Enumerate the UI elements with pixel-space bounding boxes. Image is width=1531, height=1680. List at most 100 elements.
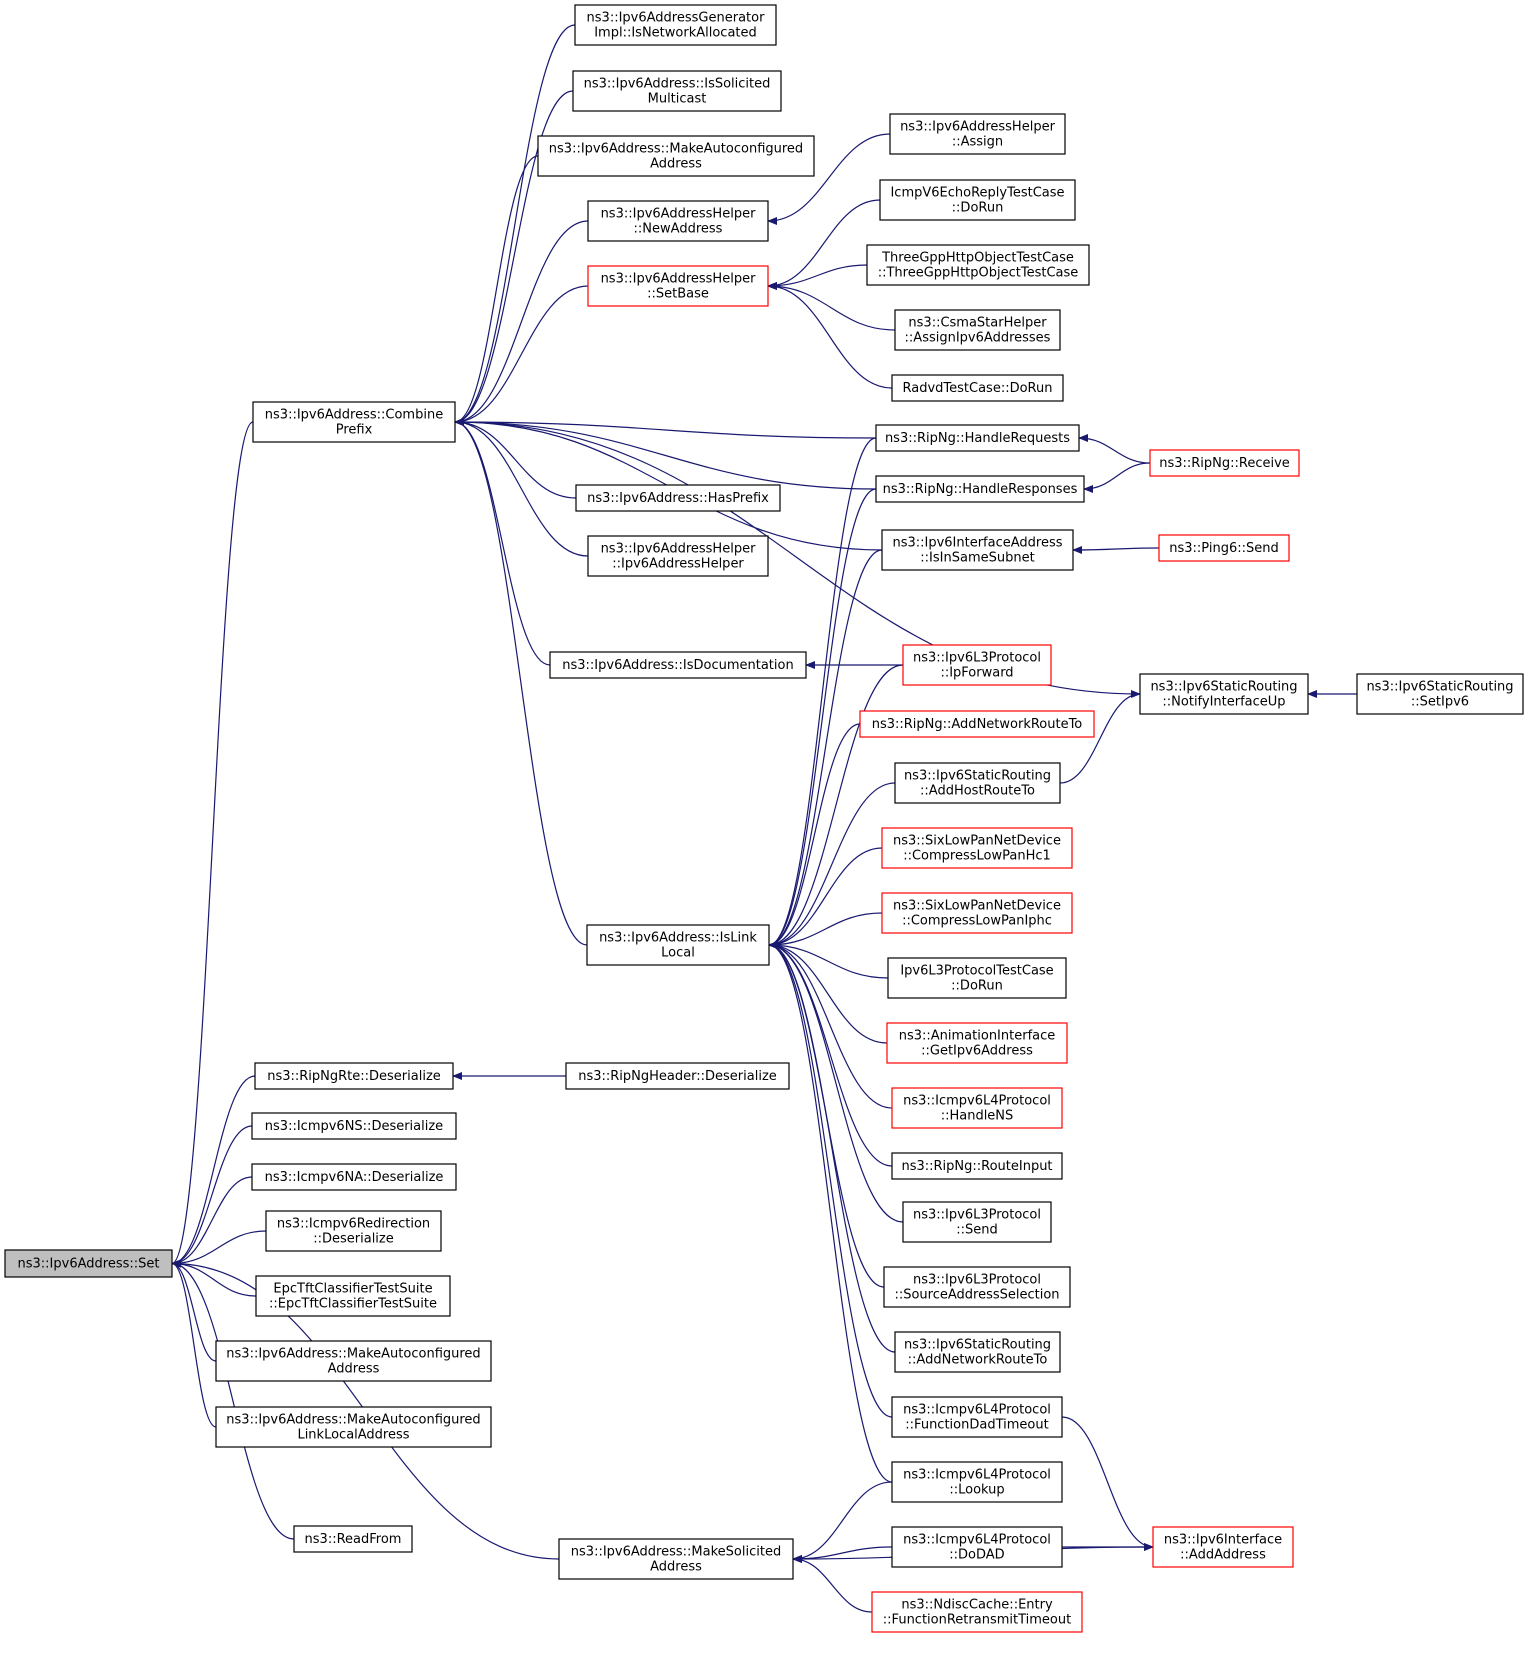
node-ns3-ripngrte-deserialize[interactable]: ns3::RipNgRte::Deserialize xyxy=(254,1062,454,1090)
node-box[interactable] xyxy=(572,70,782,112)
node-ns3-ipv6staticrouting-notifyinterfaceup[interactable]: ns3::Ipv6StaticRouting::NotifyInterfaceU… xyxy=(1139,673,1309,715)
node-box[interactable] xyxy=(1356,673,1524,715)
node-box[interactable] xyxy=(891,1461,1063,1503)
node-ns3-icmpv6l4protocol-dodad[interactable]: ns3::Icmpv6L4Protocol::DoDAD xyxy=(891,1526,1063,1568)
node-box[interactable] xyxy=(894,309,1061,351)
node-ns3-ipv6address-isdocumentation[interactable]: ns3::Ipv6Address::IsDocumentation xyxy=(549,651,807,679)
node-ns3-ripng-routeinput[interactable]: ns3::RipNg::RouteInput xyxy=(891,1152,1063,1180)
node-box[interactable] xyxy=(587,265,769,307)
node-ns3-ripng-handleresponses[interactable]: ns3::RipNg::HandleResponses xyxy=(875,475,1085,503)
node-ns3-ndisccache-entry-functionretransmittimeout[interactable]: ns3::NdiscCache::Entry::FunctionRetransm… xyxy=(871,1591,1083,1633)
node-ns3-ipv6address-set[interactable]: ns3::Ipv6Address::Set xyxy=(4,1249,173,1278)
node-ns3-icmpv6redirection-deserialize[interactable]: ns3::Icmpv6Redirection::Deserialize xyxy=(265,1210,442,1252)
node-box[interactable] xyxy=(255,1275,451,1317)
node-ipv6l3protocoltestcase-dorun[interactable]: Ipv6L3ProtocolTestCase::DoRun xyxy=(887,957,1067,999)
node-ns3-ipv6address-makeautoconfigured-linklocaladdress[interactable]: ns3::Ipv6Address::MakeAutoconfiguredLink… xyxy=(215,1406,492,1448)
node-box[interactable] xyxy=(549,651,807,679)
node-ns3-animationinterface-getipv6address[interactable]: ns3::AnimationInterface::GetIpv6Address xyxy=(886,1022,1068,1064)
node-box[interactable] xyxy=(293,1525,413,1553)
node-box[interactable] xyxy=(558,1538,794,1580)
node-box[interactable] xyxy=(881,827,1073,869)
node-ns3-icmpv6ns-deserialize[interactable]: ns3::Icmpv6NS::Deserialize xyxy=(251,1112,457,1140)
node-box[interactable] xyxy=(215,1340,492,1382)
node-ns3-ipv6interface-addaddress[interactable]: ns3::Ipv6Interface::AddAddress xyxy=(1152,1526,1294,1568)
node-box[interactable] xyxy=(565,1062,790,1090)
node-ns3-ipv6staticrouting-addnetworkrouteto[interactable]: ns3::Ipv6StaticRouting::AddNetworkRouteT… xyxy=(894,1331,1061,1373)
node-epctftclassifiertestsuite-epctftclassifiertestsuite[interactable]: EpcTftClassifierTestSuite::EpcTftClassif… xyxy=(255,1275,451,1317)
node-box[interactable] xyxy=(587,200,769,242)
node-ns3-ipv6staticrouting-addhostrouteto[interactable]: ns3::Ipv6StaticRouting::AddHostRouteTo xyxy=(894,762,1061,804)
node-ns3-icmpv6na-deserialize[interactable]: ns3::Icmpv6NA::Deserialize xyxy=(251,1163,457,1191)
node-ns3-readfrom[interactable]: ns3::ReadFrom xyxy=(293,1525,413,1553)
node-ns3-ripng-handlerequests[interactable]: ns3::RipNg::HandleRequests xyxy=(875,424,1080,452)
node-icmpv6echoreplytestcase-dorun[interactable]: IcmpV6EchoReplyTestCase::DoRun xyxy=(879,179,1076,221)
node-box[interactable] xyxy=(537,135,815,177)
node-box[interactable] xyxy=(575,484,781,512)
node-ns3-csmastarhelper-assignipv6addresses[interactable]: ns3::CsmaStarHelper::AssignIpv6Addresses xyxy=(894,309,1061,351)
node-ns3-icmpv6l4protocol-handlens[interactable]: ns3::Icmpv6L4Protocol::HandleNS xyxy=(891,1087,1063,1129)
node-box[interactable] xyxy=(1152,1526,1294,1568)
node-box[interactable] xyxy=(251,1112,457,1140)
node-box[interactable] xyxy=(1139,673,1309,715)
node-ns3-ipv6addresshelper-setbase[interactable]: ns3::Ipv6AddressHelper::SetBase xyxy=(587,265,769,307)
node-ns3-ipv6addresshelper-ipv6addresshelper[interactable]: ns3::Ipv6AddressHelper::Ipv6AddressHelpe… xyxy=(587,535,769,577)
node-box[interactable] xyxy=(883,1266,1071,1308)
node-threegpphttpobjecttestcase-threegpphttpobjecttestcase[interactable]: ThreeGppHttpObjectTestCase::ThreeGppHttp… xyxy=(866,244,1090,286)
node-ns3-ripng-addnetworkrouteto[interactable]: ns3::RipNg::AddNetworkRouteTo xyxy=(859,710,1095,738)
node-box[interactable] xyxy=(875,475,1085,503)
node-box[interactable] xyxy=(891,374,1064,402)
node-box[interactable] xyxy=(891,1087,1063,1129)
node-box[interactable] xyxy=(894,762,1061,804)
node-ns3-ipv6addressgenerator-impl-isnetworkallocated[interactable]: ns3::Ipv6AddressGeneratorImpl::IsNetwork… xyxy=(574,4,777,46)
node-box[interactable] xyxy=(902,1201,1052,1243)
node-box[interactable] xyxy=(894,1331,1061,1373)
node-box[interactable] xyxy=(902,644,1052,686)
node-box[interactable] xyxy=(215,1406,492,1448)
node-box[interactable] xyxy=(866,244,1090,286)
node-box[interactable] xyxy=(879,179,1076,221)
node-box[interactable] xyxy=(1158,534,1290,562)
node-box[interactable] xyxy=(881,892,1073,934)
node-box[interactable] xyxy=(891,1152,1063,1180)
node-ns3-icmpv6l4protocol-functiondadtimeout[interactable]: ns3::Icmpv6L4Protocol::FunctionDadTimeou… xyxy=(891,1396,1063,1438)
node-ns3-ipv6address-makeautoconfigured-address[interactable]: ns3::Ipv6Address::MakeAutoconfiguredAddr… xyxy=(215,1340,492,1382)
node-ns3-icmpv6l4protocol-lookup[interactable]: ns3::Icmpv6L4Protocol::Lookup xyxy=(891,1461,1063,1503)
node-radvdtestcase-dorun[interactable]: RadvdTestCase::DoRun xyxy=(891,374,1064,402)
node-ns3-ipv6l3protocol-sourceaddressselection[interactable]: ns3::Ipv6L3Protocol::SourceAddressSelect… xyxy=(883,1266,1071,1308)
node-box[interactable] xyxy=(871,1591,1083,1633)
node-box[interactable] xyxy=(887,957,1067,999)
node-ns3-ipv6addresshelper-newaddress[interactable]: ns3::Ipv6AddressHelper::NewAddress xyxy=(587,200,769,242)
node-ns3-ipv6staticrouting-setipv6[interactable]: ns3::Ipv6StaticRouting::SetIpv6 xyxy=(1356,673,1524,715)
node-box[interactable] xyxy=(252,401,456,443)
node-ns3-ipv6addresshelper-assign[interactable]: ns3::Ipv6AddressHelper::Assign xyxy=(889,113,1066,155)
node-ns3-sixlowpannetdevice-compresslowpaniphc[interactable]: ns3::SixLowPanNetDevice::CompressLowPanI… xyxy=(881,892,1073,934)
node-box[interactable] xyxy=(886,1022,1068,1064)
node-ns3-ripngheader-deserialize[interactable]: ns3::RipNgHeader::Deserialize xyxy=(565,1062,790,1090)
node-ns3-ipv6interfaceaddress-isinsamesubnet[interactable]: ns3::Ipv6InterfaceAddress::IsInSameSubne… xyxy=(881,529,1074,571)
node-ns3-ripng-receive[interactable]: ns3::RipNg::Receive xyxy=(1149,449,1300,477)
node-ns3-sixlowpannetdevice-compresslowpanhc1[interactable]: ns3::SixLowPanNetDevice::CompressLowPanH… xyxy=(881,827,1073,869)
node-box[interactable] xyxy=(891,1526,1063,1568)
node-box[interactable] xyxy=(251,1163,457,1191)
node-ns3-ipv6l3protocol-ipforward[interactable]: ns3::Ipv6L3Protocol::IpForward xyxy=(902,644,1052,686)
node-ns3-ipv6address-hasprefix[interactable]: ns3::Ipv6Address::HasPrefix xyxy=(575,484,781,512)
node-ns3-ipv6l3protocol-send[interactable]: ns3::Ipv6L3Protocol::Send xyxy=(902,1201,1052,1243)
node-box[interactable] xyxy=(881,529,1074,571)
node-box[interactable] xyxy=(574,4,777,46)
node-box[interactable] xyxy=(1149,449,1300,477)
node-ns3-ipv6address-makeautoconfigured-address[interactable]: ns3::Ipv6Address::MakeAutoconfiguredAddr… xyxy=(537,135,815,177)
node-box[interactable] xyxy=(875,424,1080,452)
node-box[interactable] xyxy=(587,535,769,577)
node-box[interactable] xyxy=(859,710,1095,738)
node-box[interactable] xyxy=(4,1249,173,1278)
node-ns3-ping6-send[interactable]: ns3::Ping6::Send xyxy=(1158,534,1290,562)
node-box[interactable] xyxy=(265,1210,442,1252)
node-box[interactable] xyxy=(586,924,770,966)
node-box[interactable] xyxy=(889,113,1066,155)
node-box[interactable] xyxy=(891,1396,1063,1438)
node-box[interactable] xyxy=(254,1062,454,1090)
